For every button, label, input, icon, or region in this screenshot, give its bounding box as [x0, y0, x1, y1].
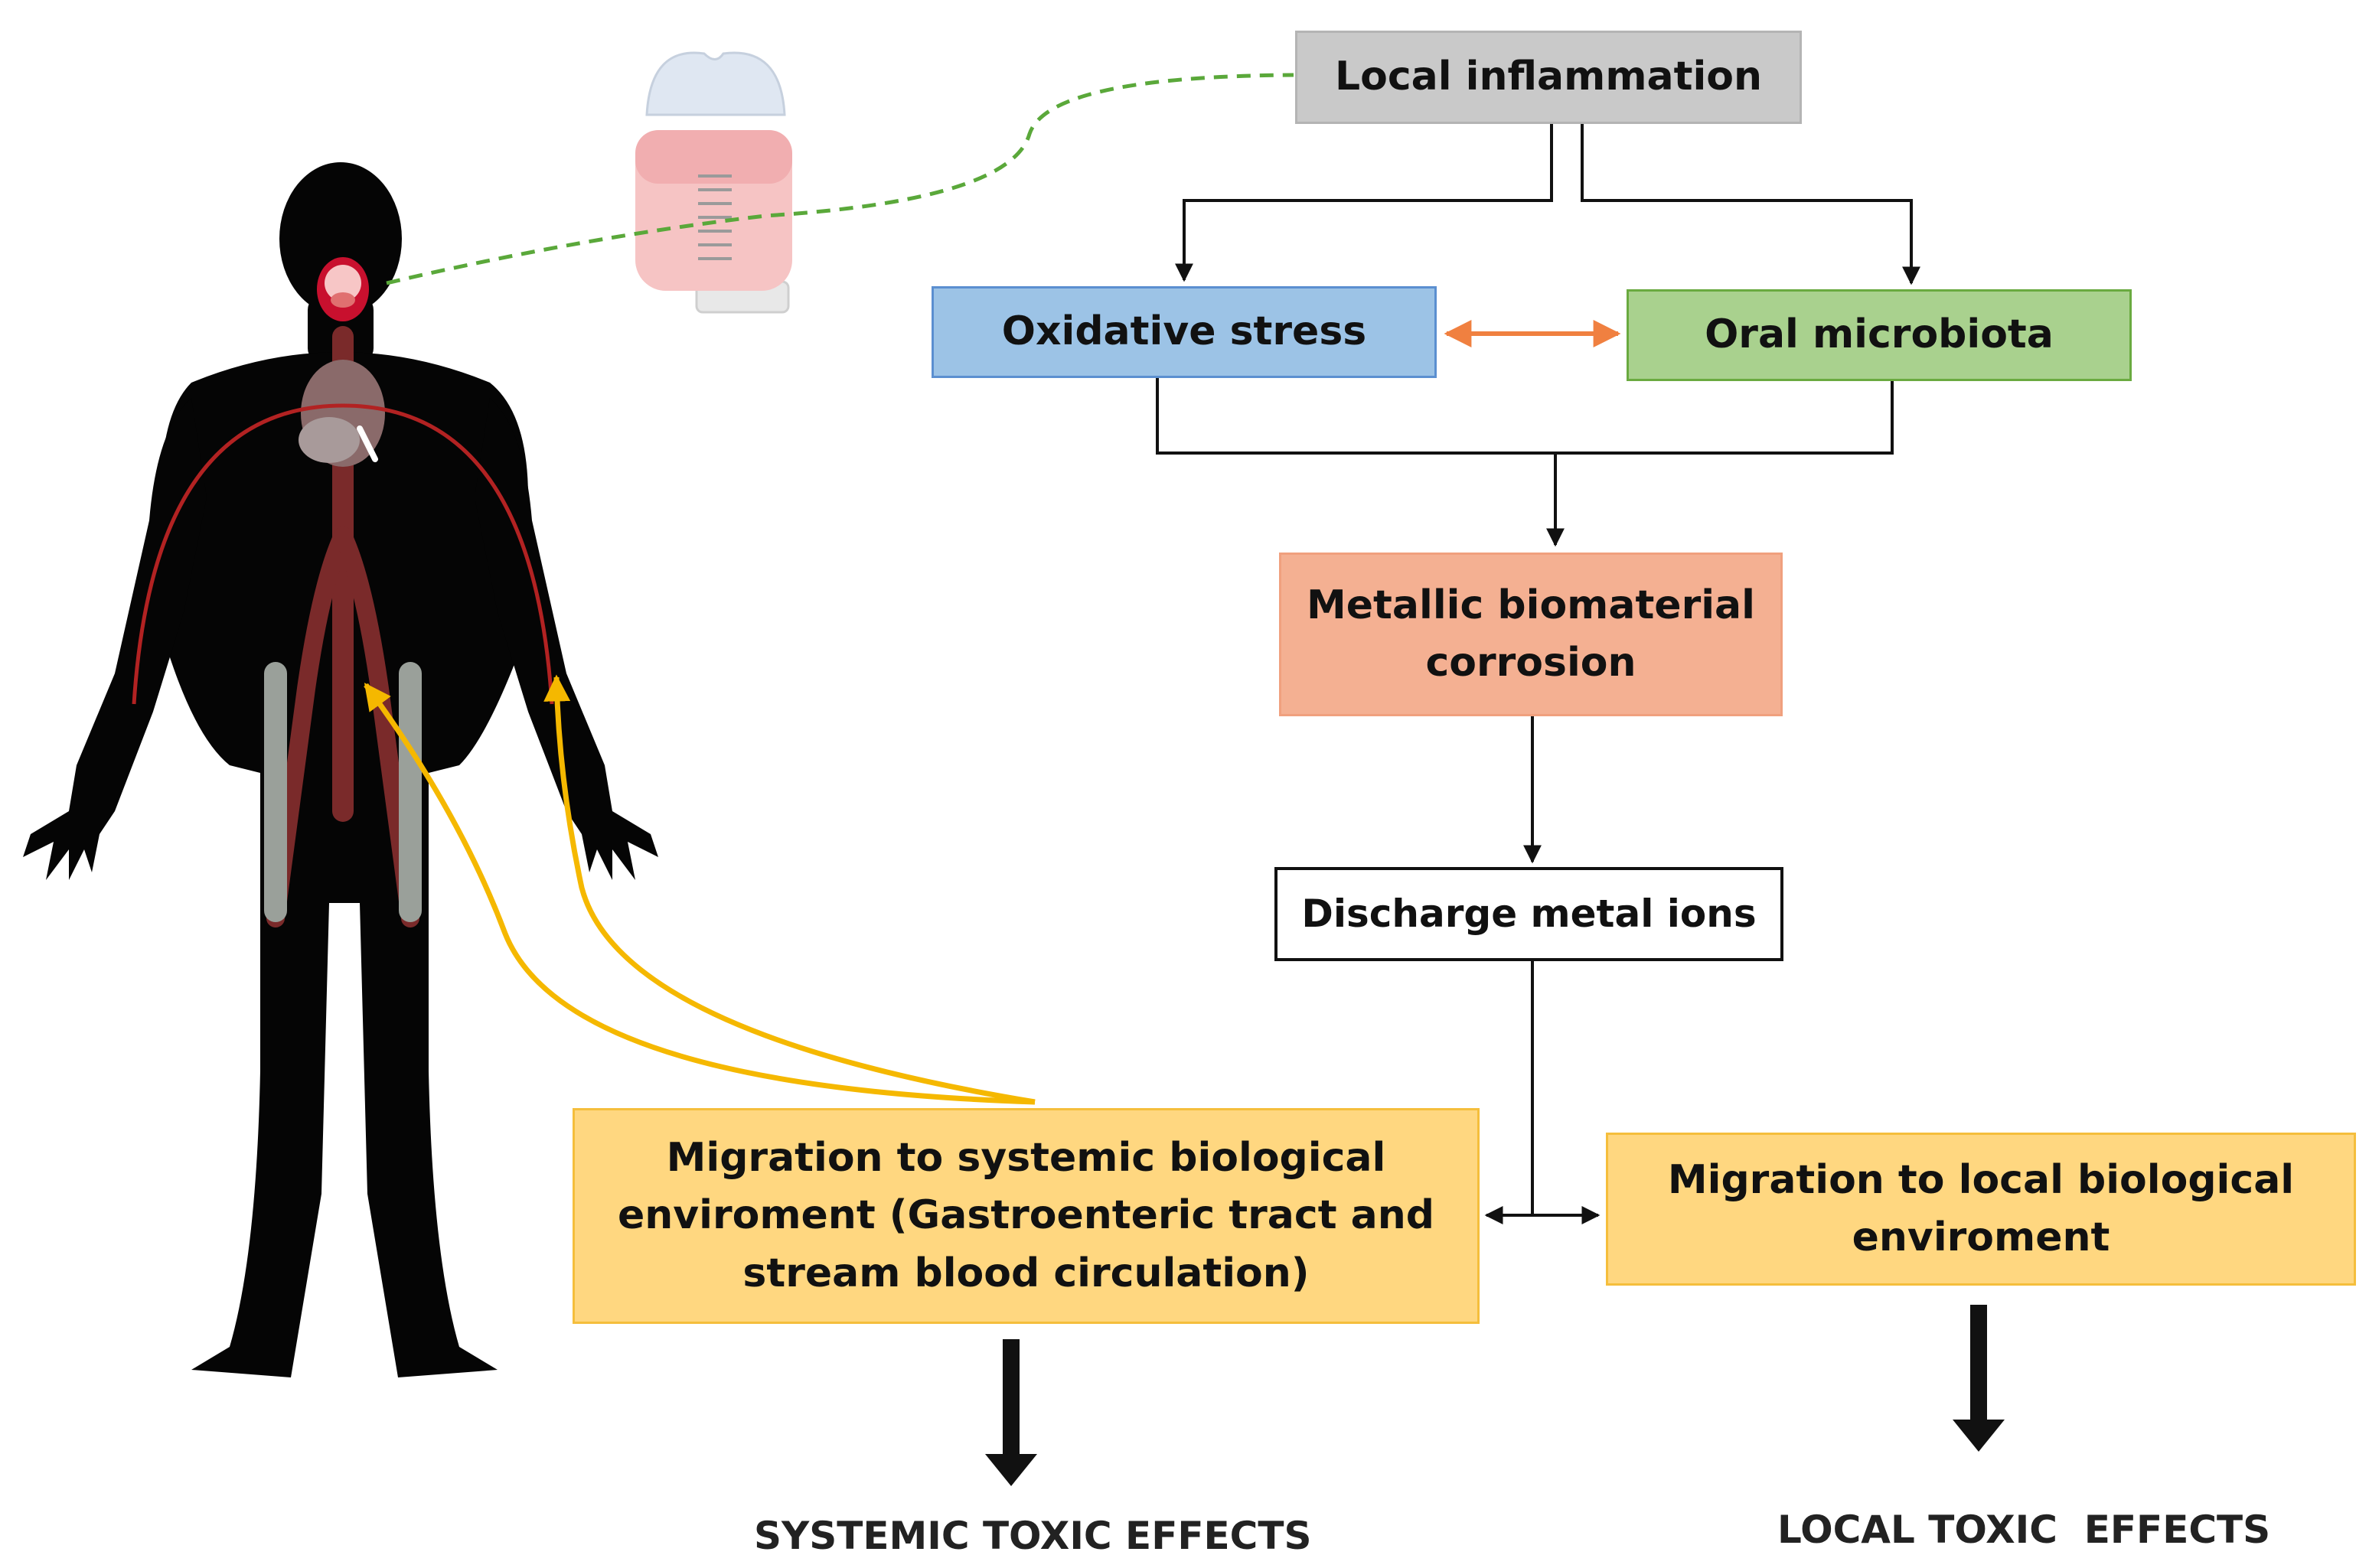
systemic-migration-box: Migration to systemic biological envirom… [573, 1108, 1480, 1324]
oral-microbiota-box: Oral microbiota [1627, 289, 2132, 381]
oxidative-stress-label: Oxidative stress [1001, 308, 1367, 355]
systemic-toxic-effects-label: SYSTEMIC TOXIC EFFECTS [754, 1514, 1312, 1558]
mouth-icon [317, 257, 369, 321]
merge-connector [1156, 378, 1894, 547]
discharge-split-connector [1484, 961, 1601, 1224]
systemic-migration-arrows [364, 674, 1036, 1105]
local-effects-arrow [1953, 1305, 2005, 1452]
corrosion-label-line-2: corrosion [1425, 640, 1636, 686]
local-toxic-effects-label: LOCAL TOXIC EFFECTS [1777, 1508, 2271, 1552]
corrosion-label-line-1: Metallic biomaterial [1307, 582, 1755, 628]
circulation-arc [132, 403, 554, 705]
oral-microbiota-label: Oral microbiota [1705, 311, 2054, 358]
local-inflammation-box: Local inflammation [1295, 31, 1802, 124]
local-migration-box: Migration to local biological enviroment [1606, 1133, 2356, 1286]
oxidative-stress-box: Oxidative stress [932, 286, 1437, 378]
metallic-biomaterial-corrosion-box: Metallic biomaterial corrosion [1279, 553, 1783, 716]
discharge-metal-ions-box: Discharge metal ions [1274, 867, 1783, 961]
systemic-migration-line-3: stream blood circulation) [742, 1250, 1310, 1296]
inflammation-connectors [1175, 124, 1920, 285]
local-migration-line-2: enviroment [1852, 1214, 2110, 1260]
local-inflammation-label: Local inflammation [1334, 54, 1763, 100]
local-migration-line-1: Migration to local biological [1667, 1156, 2295, 1203]
vascular-system-icon [264, 326, 422, 927]
human-silhouette-icon [23, 162, 658, 1377]
systemic-migration-line-2: enviroment (Gastroenteric tract and [617, 1192, 1435, 1239]
dental-implant-icon [635, 51, 792, 314]
systemic-migration-line-1: Migration to systemic biological [666, 1134, 1386, 1181]
discharge-label: Discharge metal ions [1301, 892, 1757, 937]
systemic-effects-arrow [985, 1339, 1037, 1486]
implant-link-dashed-line [386, 73, 1294, 285]
